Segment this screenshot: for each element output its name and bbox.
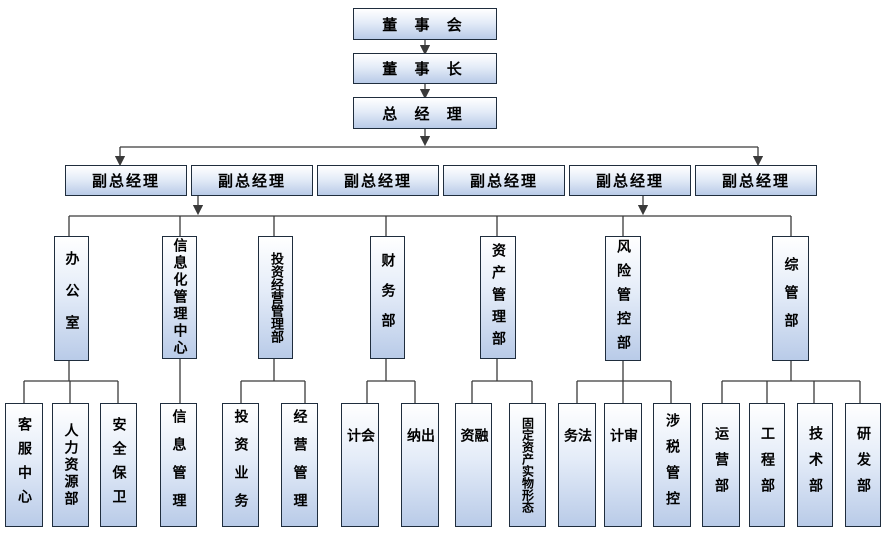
vp-box-3: 副总经理 [317,165,439,196]
unit-operations-mgmt: 经营管理 [281,403,318,527]
unit-legal: 法务 [558,403,596,527]
vp-box-1: 副总经理 [65,165,187,196]
unit-operations-dept: 运营部 [702,403,740,527]
unit-technology-dept: 技术部 [797,403,833,527]
vp-box-2: 副总经理 [191,165,313,196]
unit-accounting: 会计 [341,403,379,527]
unit-info-mgmt: 信息管理 [160,403,197,527]
unit-financing: 融资 [455,403,492,527]
dept-finance: 财务部 [370,236,405,359]
vp-box-6: 副总经理 [695,165,817,196]
dept-risk-control: 风险管控部 [605,236,641,361]
dept-general-affairs: 综管部 [772,236,809,361]
dept-office: 办公室 [54,236,89,361]
dept-it-center: 信息化管理中心 [162,236,197,359]
unit-cashier: 出纳 [401,403,439,527]
dept-asset-mgmt: 资产管理部 [480,236,516,359]
unit-security: 安全保卫 [100,403,137,527]
general-manager-box: 总 经 理 [353,97,497,129]
unit-engineering-dept: 工程部 [749,403,785,527]
unit-customer-service: 客服中心 [5,403,43,527]
unit-hr: 人力资源部 [52,403,89,527]
unit-rd-dept: 研发部 [845,403,881,527]
chairman-box: 董 事 长 [353,53,497,84]
vp-box-4: 副总经理 [443,165,565,196]
unit-fixed-assets: 固定资产实物形态 [509,403,546,527]
unit-audit: 审计 [604,403,642,527]
board-box: 董 事 会 [353,8,497,40]
unit-investment-business: 投资业务 [222,403,259,527]
vp-box-5: 副总经理 [569,165,691,196]
dept-investment-mgmt: 投资经营管理部 [258,236,293,359]
unit-tax-control: 涉税管控 [653,403,691,527]
